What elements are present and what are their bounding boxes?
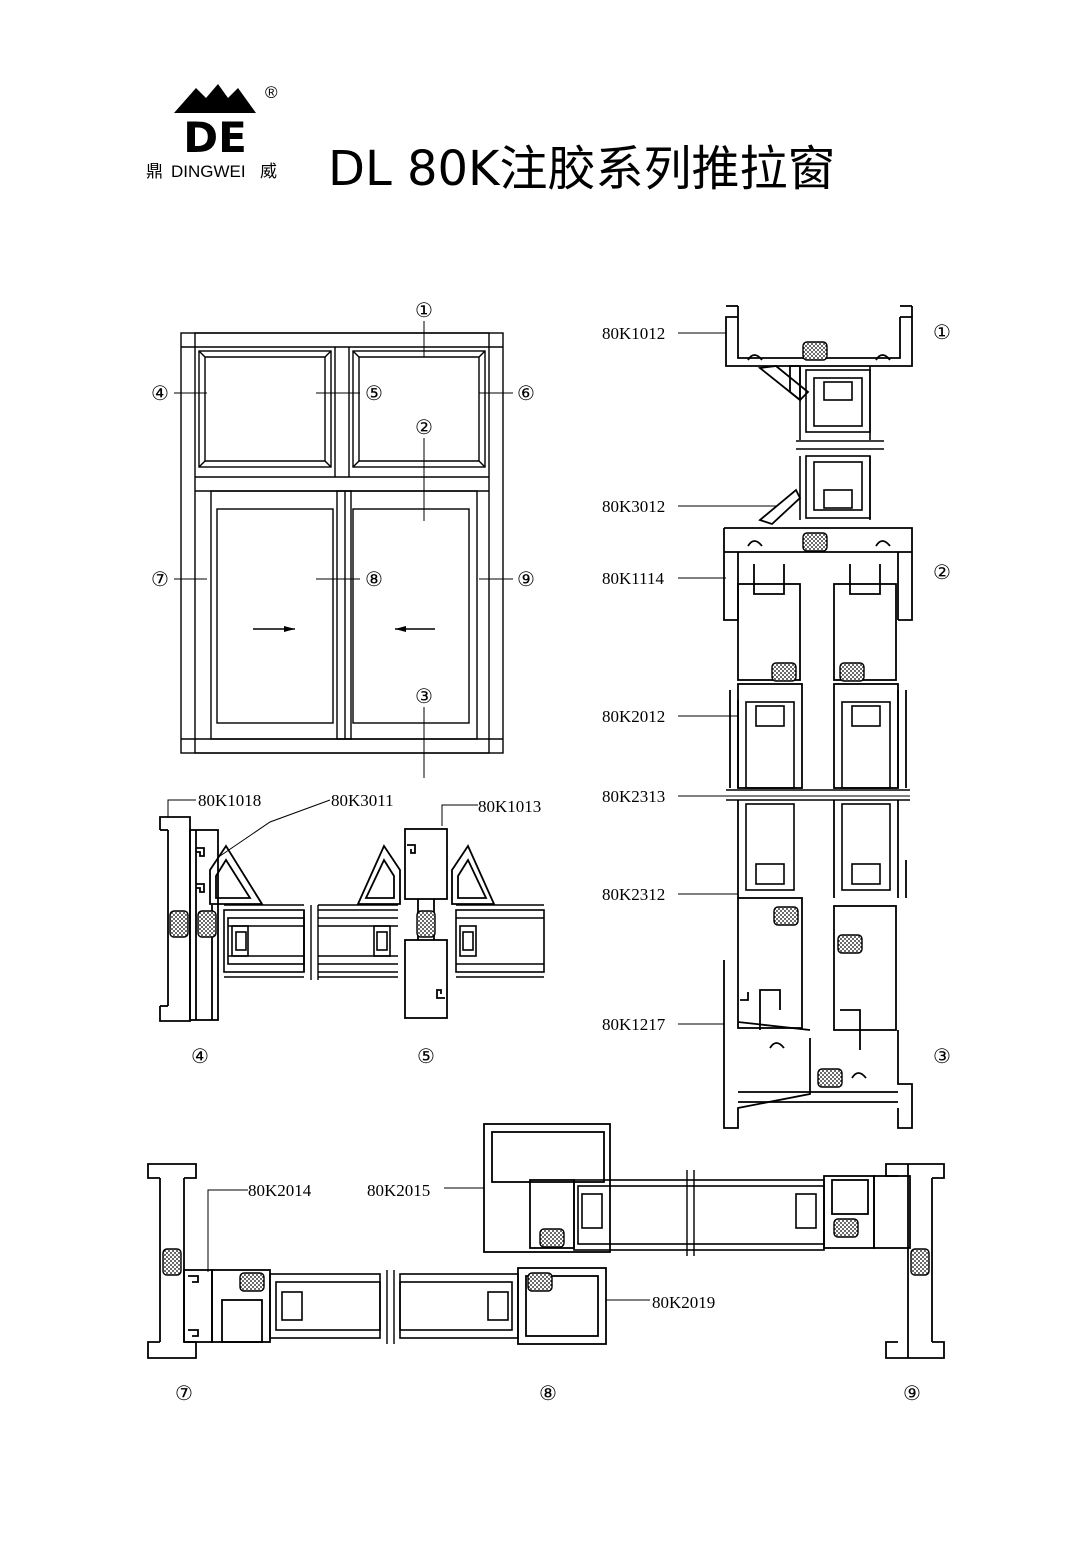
slide-left-arrow-icon <box>395 626 406 632</box>
marker-6: ⑥ <box>517 381 535 405</box>
caption-9: ⑨ <box>903 1381 921 1405</box>
label-80K1018: 80K1018 <box>198 791 261 810</box>
marker-7: ⑦ <box>151 567 169 591</box>
slide-right-arrow-icon <box>284 626 295 632</box>
label-80K2012: 80K2012 <box>602 707 665 726</box>
label-80K1114: 80K1114 <box>602 569 665 588</box>
window-elevation <box>174 321 513 778</box>
marker-9: ⑨ <box>517 567 535 591</box>
caption-4: ④ <box>191 1044 209 1068</box>
logo-letters: DE <box>183 113 247 162</box>
label-80K2312: 80K2312 <box>602 885 665 904</box>
section-7-8-9 <box>147 1123 945 1359</box>
caption-3: ③ <box>933 1044 951 1068</box>
section-4-5 <box>159 799 545 1022</box>
marker-4: ④ <box>151 381 169 405</box>
marker-5: ⑤ <box>365 381 383 405</box>
label-80K3012: 80K3012 <box>602 497 665 516</box>
label-80K2019: 80K2019 <box>652 1293 715 1312</box>
label-80K3011: 80K3011 <box>331 791 394 810</box>
label-80K1012: 80K1012 <box>602 324 665 343</box>
page-title: DL 80K注胶系列推拉窗 <box>328 141 836 197</box>
marker-2: ② <box>415 415 433 439</box>
brand-name: DINGWEI <box>171 162 246 181</box>
section-vertical <box>678 305 913 1129</box>
marker-8: ⑧ <box>365 567 383 591</box>
caption-8: ⑧ <box>539 1381 557 1405</box>
caption-7: ⑦ <box>175 1381 193 1405</box>
brand-logo: DE ® 鼎 DINGWEI 威 <box>146 83 278 181</box>
registered-mark: ® <box>265 83 278 102</box>
caption-2: ② <box>933 560 951 584</box>
label-80K2313: 80K2313 <box>602 787 665 806</box>
caption-1: ① <box>933 320 951 344</box>
logo-roof-icon <box>174 84 256 113</box>
marker-3: ③ <box>415 684 433 708</box>
brand-char-left: 鼎 <box>146 162 163 181</box>
label-80K2015: 80K2015 <box>367 1181 430 1200</box>
label-80K1013: 80K1013 <box>478 797 541 816</box>
brand-char-right: 威 <box>260 162 277 181</box>
label-80K2014: 80K2014 <box>248 1181 312 1200</box>
caption-5: ⑤ <box>417 1044 435 1068</box>
marker-1: ① <box>415 298 433 322</box>
label-80K1217: 80K1217 <box>602 1015 666 1034</box>
